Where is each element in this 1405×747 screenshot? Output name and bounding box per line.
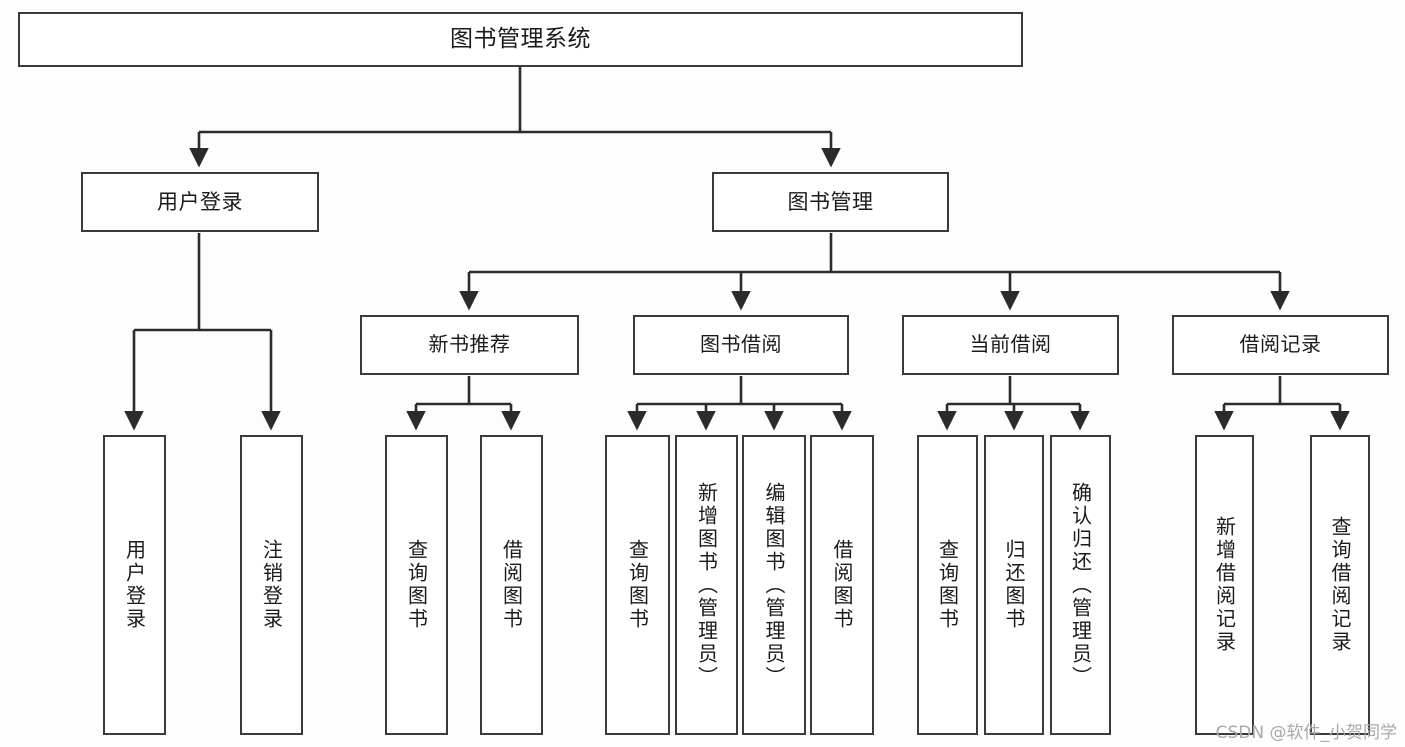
node-leaf-borrow-book-2[interactable]: 借阅图书 xyxy=(810,435,874,735)
node-leaf-query-record[interactable]: 查询借阅记录 xyxy=(1310,435,1370,735)
node-leaf-edit-book-label: 编辑图书（管理员） xyxy=(762,481,786,689)
node-borrow-record[interactable]: 借阅记录 xyxy=(1172,315,1389,375)
node-leaf-edit-book[interactable]: 编辑图书（管理员） xyxy=(742,435,806,735)
node-leaf-confirm-return-label: 确认归还（管理员） xyxy=(1068,481,1093,689)
node-leaf-borrow-book-2-label: 借阅图书 xyxy=(830,539,854,631)
node-leaf-add-book[interactable]: 新增图书（管理员） xyxy=(675,435,738,735)
node-user-login[interactable]: 用户登录 xyxy=(81,172,319,232)
node-leaf-user-login[interactable]: 用户登录 xyxy=(103,435,166,735)
node-book-manage-label: 图书管理 xyxy=(787,189,874,214)
node-leaf-query-book-2[interactable]: 查询图书 xyxy=(605,435,670,735)
node-leaf-add-record[interactable]: 新增借阅记录 xyxy=(1195,435,1254,735)
node-leaf-add-book-label: 新增图书（管理员） xyxy=(694,481,719,689)
node-borrow-record-label: 借阅记录 xyxy=(1239,332,1322,357)
node-root-label: 图书管理系统 xyxy=(450,25,591,52)
node-current-borrow[interactable]: 当前借阅 xyxy=(902,315,1119,375)
node-leaf-user-logout-label: 注销登录 xyxy=(259,539,284,631)
node-leaf-confirm-return[interactable]: 确认归还（管理员） xyxy=(1050,435,1111,735)
node-leaf-query-book-3[interactable]: 查询图书 xyxy=(917,435,978,735)
node-leaf-return-book[interactable]: 归还图书 xyxy=(984,435,1044,735)
node-user-login-label: 用户登录 xyxy=(157,189,243,214)
node-leaf-user-login-label: 用户登录 xyxy=(122,539,147,631)
node-leaf-borrow-book-1[interactable]: 借阅图书 xyxy=(480,435,543,735)
node-root[interactable]: 图书管理系统 xyxy=(18,12,1023,67)
node-new-book-recommend-label: 新书推荐 xyxy=(428,332,511,357)
node-book-borrow-label: 图书借阅 xyxy=(700,332,782,357)
node-leaf-query-book-1[interactable]: 查询图书 xyxy=(385,435,448,735)
node-leaf-query-record-label: 查询借阅记录 xyxy=(1328,516,1352,654)
node-leaf-add-record-label: 新增借阅记录 xyxy=(1212,516,1237,654)
node-leaf-query-book-2-label: 查询图书 xyxy=(625,539,650,631)
node-leaf-return-book-label: 归还图书 xyxy=(1002,539,1026,631)
node-new-book-recommend[interactable]: 新书推荐 xyxy=(360,315,579,375)
node-leaf-user-logout[interactable]: 注销登录 xyxy=(240,435,303,735)
node-book-manage[interactable]: 图书管理 xyxy=(712,172,949,232)
node-current-borrow-label: 当前借阅 xyxy=(969,332,1052,357)
node-leaf-query-book-1-label: 查询图书 xyxy=(404,539,429,631)
node-leaf-borrow-book-1-label: 借阅图书 xyxy=(499,539,524,631)
node-book-borrow[interactable]: 图书借阅 xyxy=(633,315,849,375)
node-leaf-query-book-3-label: 查询图书 xyxy=(935,539,960,631)
